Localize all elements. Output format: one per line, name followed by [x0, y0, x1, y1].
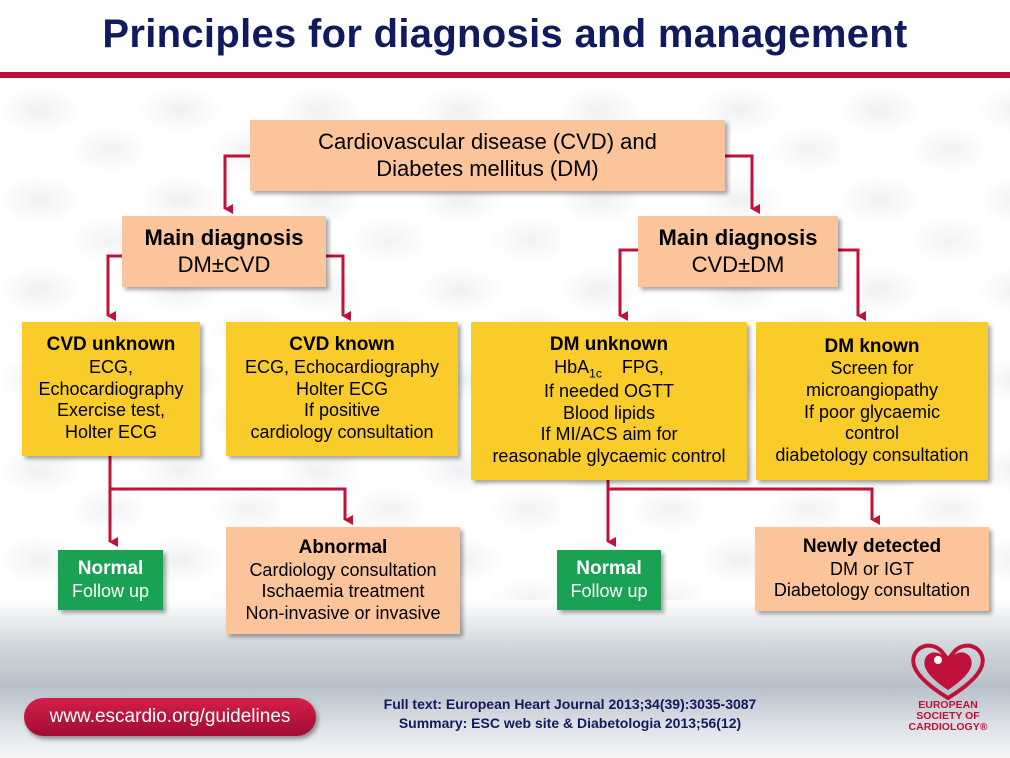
dm-known-line: microangiopathy: [805, 380, 939, 400]
abnormal-line: Cardiology consultation: [249, 559, 437, 580]
newly-detected-line: DM or IGT: [830, 558, 914, 579]
arrow-dm-unknown-branch: [606, 480, 880, 525]
main-diagnosis-left-box: Main diagnosis DM±CVD: [122, 216, 326, 287]
main-diagnosis-right-sub: CVD±DM: [691, 251, 785, 277]
arrow-main-right-dm-unknown: [618, 248, 638, 321]
normal-right-box: Normal Follow up: [557, 550, 661, 610]
cvd-known-line: ECG, Echocardiography: [244, 357, 440, 378]
arrow-root-left: [223, 154, 250, 214]
title-rule: [0, 72, 1010, 78]
arrow-main-left-cvd-known: [326, 254, 351, 321]
abnormal-box: Abnormal Cardiology consultation Ischaem…: [226, 527, 460, 634]
cvd-unknown-line: Exercise test,: [56, 400, 166, 421]
main-diagnosis-right-heading: Main diagnosis: [658, 225, 818, 251]
abnormal-heading: Abnormal: [298, 536, 388, 558]
root-line-1: Cardiovascular disease (CVD) and: [318, 129, 657, 155]
guidelines-link[interactable]: www.escardio.org/guidelines: [24, 698, 316, 736]
hba1c-subscript: 1c: [589, 366, 602, 381]
hba1c-label: HbA: [554, 357, 590, 378]
root-line-2: Diabetes mellitus (DM): [376, 155, 599, 181]
cvd-known-box: CVD known ECG, Echocardiography Holter E…: [226, 322, 458, 456]
dm-unknown-line: If needed OGTT: [543, 381, 675, 402]
root-box: Cardiovascular disease (CVD) and Diabete…: [250, 120, 725, 191]
dm-unknown-tests: HbA1c FPG,: [554, 357, 664, 381]
cvd-unknown-box: CVD unknown ECG, Echocardiography Exerci…: [22, 322, 200, 456]
abnormal-line: Non-invasive or invasive: [245, 602, 441, 623]
page-title: Principles for diagnosis and management: [102, 12, 908, 56]
newly-detected-line: Diabetology consultation: [773, 580, 971, 601]
cvd-known-line: cardiology consultation: [250, 421, 434, 442]
normal-left-sub: Follow up: [71, 580, 150, 601]
dm-known-box: DM known Screen for microangiopathy If p…: [756, 322, 988, 480]
reference-summary: Summary: ESC web site & Diabetologia 201…: [398, 715, 742, 731]
cvd-unknown-line: Echocardiography: [38, 378, 184, 399]
dm-unknown-line: reasonable glycaemic control: [492, 445, 726, 466]
arrow-main-left-cvd-unknown: [106, 254, 122, 321]
dm-known-line: If poor glycaemic: [803, 401, 941, 422]
arrow-root-right: [725, 154, 760, 214]
normal-right-sub: Follow up: [570, 580, 648, 601]
normal-left-heading: Normal: [77, 557, 144, 579]
dm-unknown-heading: DM unknown: [549, 334, 669, 356]
heart-logo-icon: [911, 643, 985, 701]
main-diagnosis-left-heading: Main diagnosis: [144, 225, 304, 251]
cvd-unknown-heading: CVD unknown: [46, 334, 176, 356]
dm-unknown-line: If MI/ACS aim for: [540, 424, 678, 445]
arrow-cvd-unknown-branch: [108, 456, 353, 525]
arrow-main-right-dm-known: [838, 248, 866, 321]
cvd-known-heading: CVD known: [289, 334, 395, 356]
cvd-unknown-line: Holter ECG: [64, 421, 158, 442]
abnormal-line: Ischaemia treatment: [261, 581, 425, 602]
reference-full-text: Full text: European Heart Journal 2013;3…: [383, 696, 757, 712]
cvd-unknown-line: ECG,: [88, 357, 133, 378]
newly-detected-box: Newly detected DM or IGT Diabetology con…: [755, 527, 989, 611]
cvd-known-line: If positive: [303, 400, 381, 421]
logo-text-line: SOCIETY OF: [916, 710, 980, 722]
dm-known-heading: DM known: [824, 335, 920, 357]
newly-detected-heading: Newly detected: [802, 536, 942, 557]
logo-text-line: EUROPEAN: [918, 699, 978, 711]
logo-text: EUROPEAN SOCIETY OF CARDIOLOGY®: [892, 700, 1004, 733]
logo-text-line: CARDIOLOGY®: [908, 721, 988, 733]
reference-block: Full text: European Heart Journal 2013;3…: [330, 695, 810, 733]
dm-unknown-box: DM unknown HbA1c FPG, If needed OGTT Blo…: [471, 322, 747, 480]
dm-known-line: control: [844, 423, 900, 444]
normal-left-box: Normal Follow up: [58, 550, 163, 610]
dm-known-line: Screen for: [830, 358, 914, 379]
dm-known-line: diabetology consultation: [775, 444, 969, 465]
normal-right-heading: Normal: [576, 557, 642, 579]
main-diagnosis-right-box: Main diagnosis CVD±DM: [638, 216, 838, 287]
cvd-known-line: Holter ECG: [295, 378, 389, 399]
main-diagnosis-left-sub: DM±CVD: [177, 251, 271, 277]
dm-unknown-line: Blood lipids: [562, 402, 656, 423]
fpg-label: FPG,: [621, 357, 664, 378]
